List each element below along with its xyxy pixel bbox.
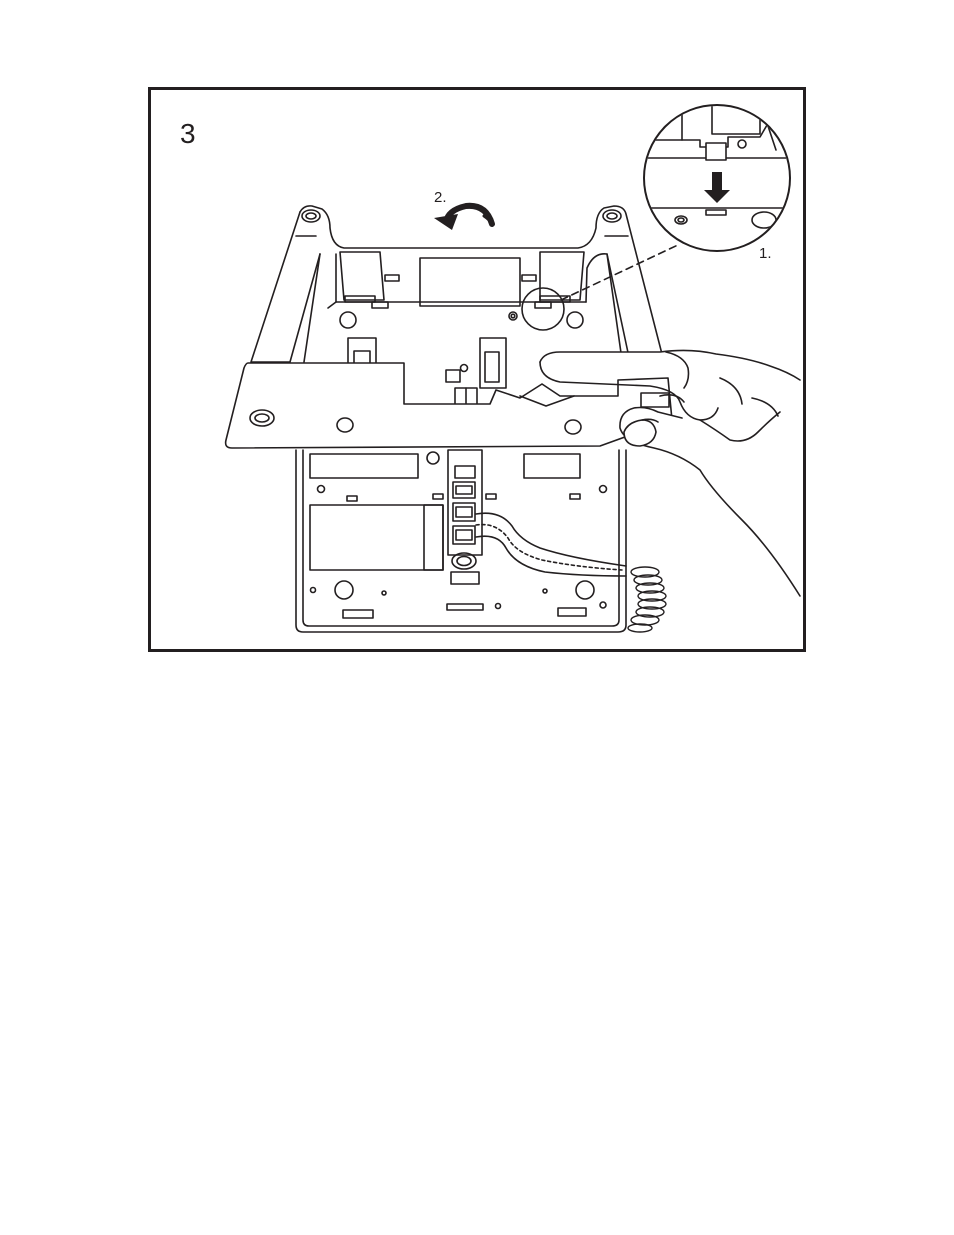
step-number: 3 [180,120,196,148]
detail-highlight-circle [522,288,564,330]
hand [540,350,800,596]
rotate-stand-callout: 2. [434,190,447,205]
phone-base [296,450,626,632]
coiled-cord [628,567,666,632]
curved-rotate-arrow-icon [434,206,492,230]
phone-stand [226,206,672,448]
press-latch-callout: 1. [759,246,772,261]
